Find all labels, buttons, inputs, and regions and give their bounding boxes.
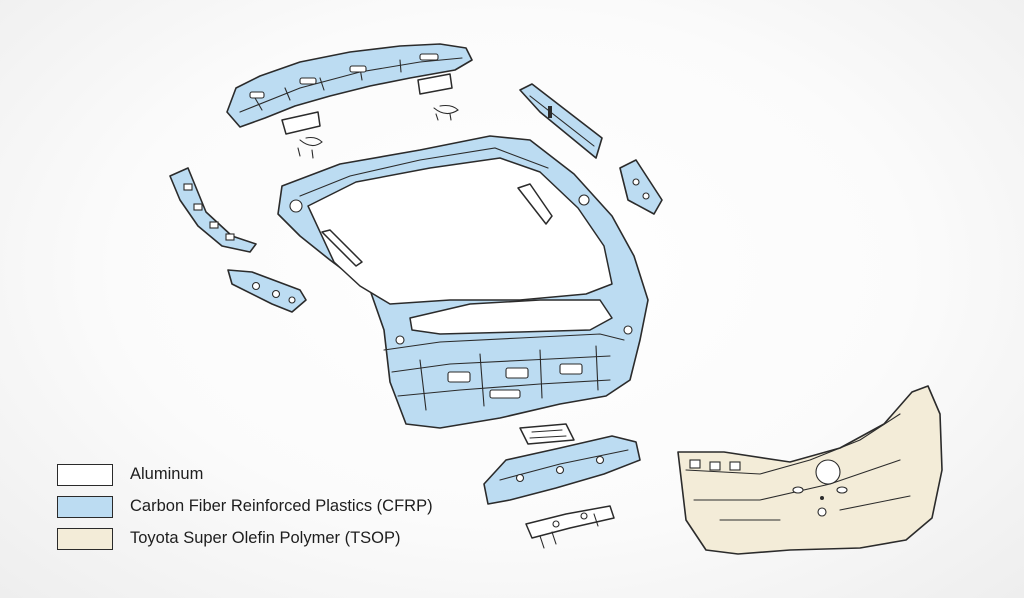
top-spoiler-part xyxy=(226,43,473,128)
inner-door-panel-part xyxy=(277,135,649,429)
legend-item-tsop: Toyota Super Olefin Polymer (TSOP) xyxy=(57,525,497,552)
left-upper-pillar-part xyxy=(169,167,257,253)
outer-door-panel-part xyxy=(677,385,943,555)
latch-plate-lower xyxy=(525,505,615,549)
material-legend: Aluminum Carbon Fiber Reinforced Plastic… xyxy=(57,461,497,557)
legend-swatch-aluminum xyxy=(57,463,113,486)
right-upper-pillar-part xyxy=(519,83,603,159)
legend-swatch-tsop xyxy=(57,527,113,550)
right-small-bracket-part xyxy=(619,159,663,215)
left-lower-bracket-part xyxy=(227,269,307,313)
legend-item-cfrp: Carbon Fiber Reinforced Plastics (CFRP) xyxy=(57,493,497,520)
legend-label-tsop: Toyota Super Olefin Polymer (TSOP) xyxy=(130,529,401,547)
spoiler-bracket-right xyxy=(417,73,459,121)
latch-plate-upper xyxy=(519,423,575,445)
legend-label-aluminum: Aluminum xyxy=(130,465,204,483)
legend-swatch-cfrp xyxy=(57,495,113,518)
spoiler-bracket-left xyxy=(281,111,323,159)
lower-reinforcement-part xyxy=(483,435,641,505)
legend-item-aluminum: Aluminum xyxy=(57,461,497,488)
legend-label-cfrp: Carbon Fiber Reinforced Plastics (CFRP) xyxy=(130,497,433,515)
